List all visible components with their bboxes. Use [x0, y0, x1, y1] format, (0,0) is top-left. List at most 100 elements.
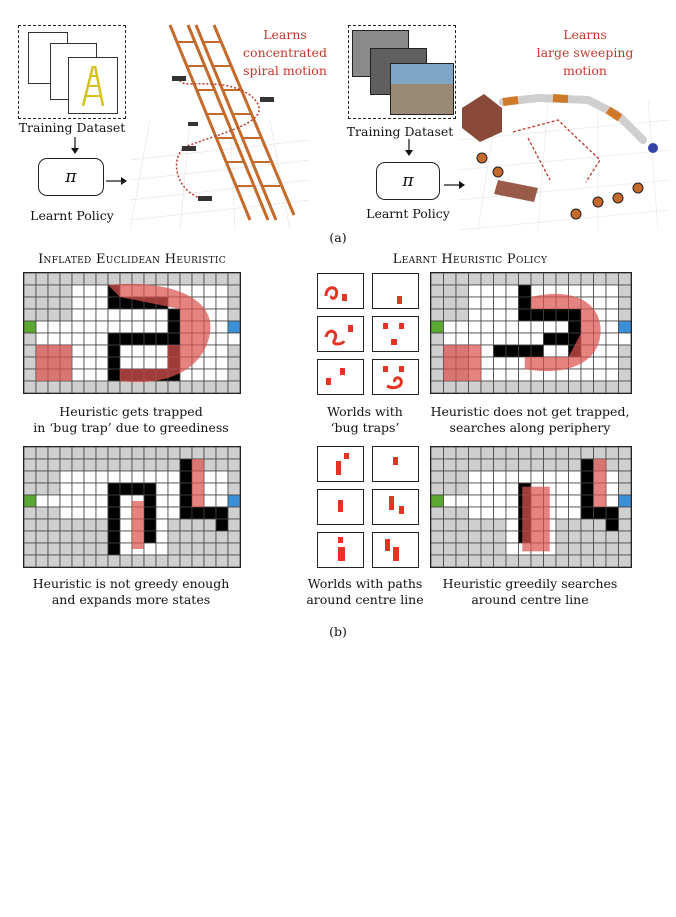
grid-cell: [580, 447, 594, 460]
grid-cell: [155, 470, 169, 484]
grid-cell: [179, 506, 193, 520]
grid-cell: [71, 470, 85, 484]
grid-cell: [593, 284, 607, 298]
grid-cell: [455, 518, 469, 532]
grid-cell: [505, 320, 519, 334]
grid-cell: [107, 542, 121, 556]
grid-cell: [47, 320, 61, 334]
grid-cell: [107, 273, 121, 286]
grid-cell: [580, 458, 594, 472]
training-dataset-box-left: [18, 25, 126, 119]
grid-cell: [468, 470, 482, 484]
grid-cell: [493, 380, 507, 393]
grid-cell: [555, 344, 569, 358]
caption-row1-left-2: in ‘bug trap’ due to greediness: [33, 420, 229, 435]
grid-cell: [24, 554, 37, 567]
grid-cell: [35, 482, 49, 496]
grid-cell: [59, 308, 73, 322]
grid-cell: [24, 332, 37, 346]
grid-cell: [35, 494, 49, 508]
grid-cell: [455, 458, 469, 472]
grid-cell: [480, 494, 494, 508]
search-region: [192, 459, 204, 507]
learns-line-2-right: large sweeping: [536, 45, 634, 60]
grid-cell: [143, 530, 157, 544]
grid-cell: [179, 542, 193, 556]
grid-cell: [443, 470, 457, 484]
grid-cell: [618, 518, 631, 532]
grid-cell: [24, 308, 37, 322]
ladder-image: [81, 65, 105, 107]
grid-cell: [555, 308, 569, 322]
grid-cell: [71, 296, 85, 310]
grid-cell: [35, 273, 49, 286]
grid-cell: [215, 554, 229, 567]
grid-cell: [468, 308, 482, 322]
grid-cell: [468, 296, 482, 310]
grid-cell: [155, 308, 169, 322]
arrow-down-icon: [404, 139, 414, 161]
grid-cell: [431, 530, 444, 544]
grid-cell: [605, 344, 619, 358]
grid-cell: [443, 296, 457, 310]
grid-cell: [605, 356, 619, 370]
grid-cell: [518, 344, 532, 358]
grid-cell: [543, 554, 557, 567]
grid-cell: [455, 530, 469, 544]
grid-cell: [131, 308, 145, 322]
grid-cell: [215, 344, 229, 358]
grid-cell: [580, 368, 594, 382]
grid-cell: [518, 308, 532, 322]
grid-cell: [59, 447, 73, 460]
arrow-right-icon: [444, 175, 466, 194]
grid-cell: [83, 482, 97, 496]
grid-cell: [35, 530, 49, 544]
grid-cell: [568, 320, 582, 334]
grid-cell: [605, 470, 619, 484]
grid-cell: [568, 518, 582, 532]
grid-cell: [568, 530, 582, 544]
grid-cell: [179, 380, 193, 393]
grid-cell: [555, 458, 569, 472]
search-region: [524, 293, 601, 372]
grid-cell: [468, 482, 482, 496]
caption-a: (a): [329, 230, 347, 245]
grid-cell: [605, 368, 619, 382]
grid-cell: [493, 506, 507, 520]
grid-cell: [47, 506, 61, 520]
grid-cell: [215, 530, 229, 544]
grid-cell: [143, 554, 157, 567]
grid-cell: [215, 356, 229, 370]
grid-cell: [493, 447, 507, 460]
arrow-down-icon: [70, 137, 80, 159]
search-region: [108, 283, 211, 383]
learns-line-1-right: Learns: [563, 27, 607, 42]
grid-cell: [468, 380, 482, 393]
grid-cell: [95, 344, 109, 358]
grid-cell: [35, 554, 49, 567]
grid-cell: [191, 530, 205, 544]
grid-cell: [179, 458, 193, 472]
grid-cell: [143, 308, 157, 322]
caption-row2-worlds-2: around centre line: [306, 592, 424, 607]
grid-cell: [47, 482, 61, 496]
grid-cell: [580, 482, 594, 496]
grid-cell: [83, 344, 97, 358]
grid-cell: [580, 518, 594, 532]
grid-cell: [227, 308, 240, 322]
grid-cell: [155, 494, 169, 508]
grid-cell: [155, 542, 169, 556]
world-bugtrap-2: [372, 273, 419, 309]
grid-cell: [71, 332, 85, 346]
grid-cell: [191, 368, 205, 382]
grid-cell: [443, 506, 457, 520]
grid-cell: [35, 308, 49, 322]
grid-cell: [119, 482, 133, 496]
grid-cell: [227, 506, 240, 520]
grid-cell: [443, 494, 457, 508]
grid-cell: [431, 284, 444, 298]
grid-cell: [443, 542, 457, 556]
grid-cell: [155, 356, 169, 370]
grid-cell: [431, 470, 444, 484]
grid-cell: [505, 482, 519, 496]
